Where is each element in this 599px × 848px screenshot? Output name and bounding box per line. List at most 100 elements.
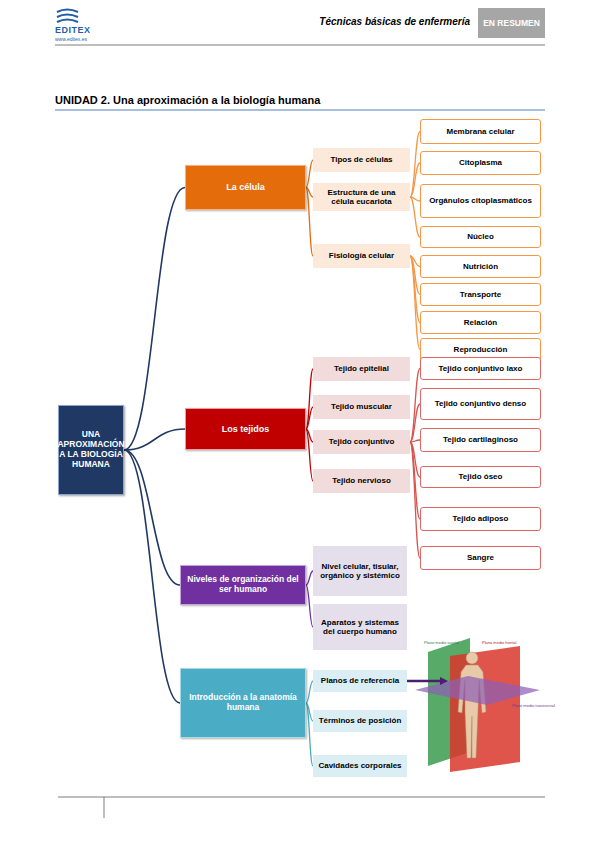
branch-box: Niveles de organización del ser humano	[180, 565, 306, 605]
branch-connector	[124, 450, 180, 585]
node-text: Fisiología celular	[329, 251, 394, 260]
subtopic-box: Tipos de células	[313, 148, 410, 172]
leader-line	[407, 680, 442, 683]
leaf-box: Tejido conjuntivo laxo	[420, 357, 541, 380]
node-text: La célula	[226, 182, 265, 192]
node-text: Planos de referencia	[321, 676, 399, 685]
branch-connector	[306, 571, 313, 585]
branch-connector	[306, 585, 313, 627]
node-text: Tejido epitelial	[334, 364, 389, 373]
node-text: Tejido óseo	[459, 472, 503, 481]
node-text: Tejido conjuntivo laxo	[439, 364, 523, 373]
branch-connector	[306, 429, 313, 481]
branch-connector	[306, 703, 313, 766]
node-text: Sangre	[467, 553, 494, 562]
branch-box: Introducción a la anatomía humana	[180, 668, 306, 738]
node-text: Los tejidos	[222, 424, 270, 434]
node-text: Reproducción	[454, 345, 508, 354]
node-text: Tejido conjuntivo denso	[435, 399, 526, 408]
node-text: Citoplasma	[459, 158, 502, 167]
subtopic-box: Términos de posición	[313, 710, 407, 732]
node-text: Tipos de células	[330, 155, 392, 164]
plane-label: Plano medio sagital	[424, 640, 459, 645]
node-text: Estructura de una célula eucariota	[316, 188, 407, 206]
branch-box: Los tejidos	[185, 408, 306, 450]
branch-box: La célula	[185, 165, 306, 210]
node-text: Relación	[464, 318, 497, 327]
node-text: Tejido adiposo	[453, 514, 509, 523]
frontal-plane	[450, 646, 520, 772]
branch-connector	[124, 188, 185, 451]
branch-connector	[410, 132, 420, 198]
page-title: UNIDAD 2. Una aproximación a la biología…	[55, 94, 320, 106]
leaf-box: Membrana celular	[420, 119, 541, 144]
node-text: Orgánulos citoplasmáticos	[429, 196, 532, 205]
leaf-box: Sangre	[420, 546, 541, 570]
node-text: Tejido cartilaginoso	[443, 435, 518, 444]
leaf-box: Relación	[420, 311, 541, 334]
plane-label: Plano medio transversal	[512, 703, 555, 708]
central-topic: UNA APROXIMACIÓN A LA BIOLOGÍA HUMANA	[58, 405, 124, 495]
branch-connector	[410, 197, 420, 237]
branch-connector	[124, 429, 185, 450]
leader-head	[440, 677, 448, 685]
branch-connector	[410, 256, 420, 350]
logo-stroke	[57, 20, 78, 23]
plane-label: Plano medio frontal	[482, 640, 516, 645]
subtopic-box: Tejido epitelial	[313, 357, 410, 381]
node-text: Núcleo	[467, 232, 494, 241]
branch-connector	[410, 440, 420, 442]
node-text: Aparatos y sistemas del cuerpo humano	[316, 618, 404, 636]
subtopic-box: Tejido conjuntivo	[313, 430, 410, 454]
leaf-box: Tejido conjuntivo denso	[420, 388, 541, 420]
logo-stroke	[57, 10, 78, 13]
node-text: Tejido muscular	[331, 402, 392, 411]
node-text: Introducción a la anatomía humana	[184, 693, 302, 713]
branch-connector	[306, 188, 313, 257]
subtopic-box: Planos de referencia	[313, 670, 407, 692]
leaf-box: Tejido cartilaginoso	[420, 428, 541, 452]
subtopic-box: Tejido muscular	[313, 395, 410, 419]
branch-connector	[410, 369, 420, 443]
node-text: Tejido nervioso	[332, 476, 391, 485]
leaf-box: Núcleo	[420, 226, 541, 248]
subtopic-box: Estructura de una célula eucariota	[313, 183, 410, 211]
branch-connector	[410, 404, 420, 442]
branch-connector	[306, 681, 313, 703]
node-text: Nivel celular, tisular, orgánico y sisté…	[316, 562, 404, 580]
node-text: Términos de posición	[319, 716, 402, 725]
leaf-box: Citoplasma	[420, 151, 541, 175]
title-rule	[55, 109, 545, 110]
footer-rule	[58, 797, 545, 798]
footer-tick	[104, 797, 105, 818]
subtopic-box: Nivel celular, tisular, orgánico y sisté…	[313, 546, 407, 596]
logo-text: EDITEX	[55, 25, 91, 35]
header-tag: EN RESUMEN	[478, 8, 545, 38]
node-text: Cavidades corporales	[318, 761, 401, 770]
branch-connector	[306, 160, 313, 188]
node-text: Transporte	[460, 290, 501, 299]
branch-connector	[306, 407, 313, 429]
logo-url: www.editex.es	[55, 36, 87, 42]
subtopic-box: Tejido nervioso	[313, 469, 410, 493]
leaf-box: Transporte	[420, 283, 541, 306]
leaf-box: Orgánulos citoplasmáticos	[420, 184, 541, 218]
node-text: Nutrición	[463, 262, 498, 271]
node-text: UNA APROXIMACIÓN A LA BIOLOGÍA HUMANA	[57, 430, 124, 469]
subtopic-box: Fisiología celular	[313, 244, 410, 268]
figure-head	[466, 652, 478, 664]
branch-connector	[124, 450, 180, 703]
human-figure	[458, 652, 486, 758]
branch-connector	[306, 369, 313, 429]
logo-stroke	[57, 15, 78, 18]
branch-connector	[410, 442, 420, 558]
subtopic-box: Aparatos y sistemas del cuerpo humano	[313, 604, 407, 650]
branch-connector	[410, 163, 420, 197]
node-text: Niveles de organización del ser humano	[184, 575, 302, 595]
subtopic-box: Cavidades corporales	[313, 755, 407, 777]
leaf-box: Tejido óseo	[420, 466, 541, 488]
header-rule	[55, 45, 545, 46]
header-text: Técnicas básicas de enfermería	[300, 16, 470, 27]
leaf-box: Tejido adiposo	[420, 507, 541, 531]
